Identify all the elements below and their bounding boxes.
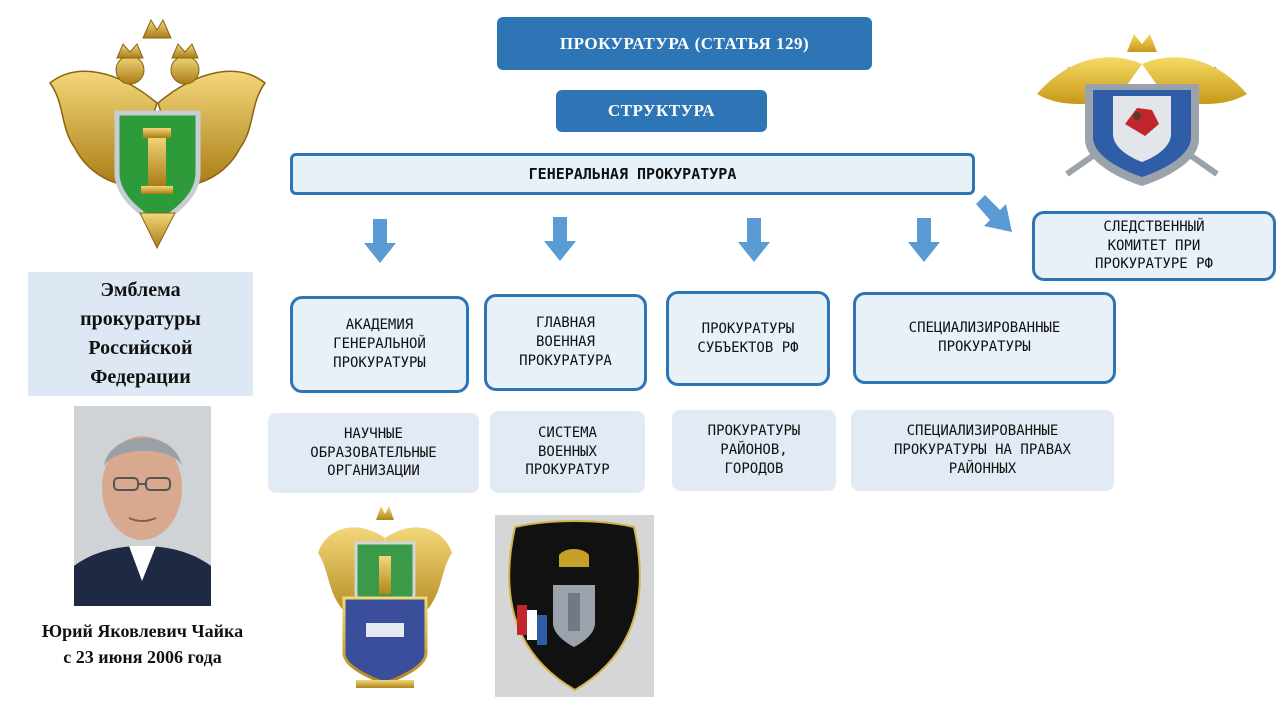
sub-box-education: НАУЧНЫЕ ОБРАЗОВАТЕЛЬНЫЕ ОРГАНИЗАЦИИ [268,413,479,493]
person-since: с 23 июня 2006 года [63,647,222,668]
branch-label-military: ГЛАВНАЯ ВОЕННАЯ ПРОКУРАТУРА [519,315,612,369]
military-patch-image-frame [495,515,654,697]
person-name: Юрий Яковлевич Чайка [41,621,244,641]
sub-box-district: ПРОКУРАТУРЫ РАЙОНОВ, ГОРОДОВ [672,410,836,491]
military-patch-image [508,520,641,692]
investigative-committee-box: СЛЕДСТВЕННЫЙ КОМИТЕТ ПРИ ПРОКУРАТУРЕ РФ [1032,211,1276,281]
branch-box-specialized: СПЕЦИАЛИЗИРОВАННЫЕ ПРОКУРАТУРЫ [853,292,1116,384]
arrow-down-1 [364,219,396,263]
sub-box-military-system: СИСТЕМА ВОЕННЫХ ПРОКУРАТУР [490,411,645,493]
investigative-committee-label: СЛЕДСТВЕННЫЙ КОМИТЕТ ПРИ ПРОКУРАТУРЕ РФ [1094,218,1213,273]
investigative-committee-emblem-image [1037,34,1247,186]
sub-label-district: ПРОКУРАТУРЫ РАЙОНОВ, ГОРОДОВ [707,423,801,477]
portrait-photo [74,406,211,606]
branch-box-regional: ПРОКУРАТУРЫ СУБЪЕКТОВ РФ [666,291,830,386]
general-prosecutor-box: ГЕНЕРАЛЬНАЯ ПРОКУРАТУРА [290,153,975,195]
main-title: ПРОКУРАТУРА (СТАТЬЯ 129) [497,17,872,70]
arrow-down-4 [908,218,940,262]
general-prosecutor-label: ГЕНЕРАЛЬНАЯ ПРОКУРАТУРА [528,165,737,183]
sub-label-specialized-district: СПЕЦИАЛИЗИРОВАННЫЕ ПРОКУРАТУРЫ НА ПРАВАХ… [893,423,1071,477]
prosecutor-emblem-image [48,18,267,250]
sub-label-military-system: СИСТЕМА ВОЕННЫХ ПРОКУРАТУР [525,424,610,479]
branch-box-military: ГЛАВНАЯ ВОЕННАЯ ПРОКУРАТУРА [484,294,647,391]
emblem-caption: Эмблема прокуратуры Российской Федерации [28,272,253,396]
branch-label-specialized: СПЕЦИАЛИЗИРОВАННЫЕ ПРОКУРАТУРЫ [908,320,1061,355]
person-caption: Юрий Яковлевич Чайка с 23 июня 2006 года [10,618,275,674]
sub-box-specialized-district: СПЕЦИАЛИЗИРОВАННЫЕ ПРОКУРАТУРЫ НА ПРАВАХ… [851,410,1114,491]
branch-label-regional: ПРОКУРАТУРЫ СУБЪЕКТОВ РФ [697,320,799,356]
branch-box-academy: АКАДЕМИЯ ГЕНЕРАЛЬНОЙ ПРОКУРАТУРЫ [290,296,469,393]
structure-subtitle: СТРУКТУРА [556,90,767,132]
arrow-down-2 [544,217,576,261]
arrow-to-investigative [976,195,1012,232]
sub-label-education: НАУЧНЫЕ ОБРАЗОВАТЕЛЬНЫЕ ОРГАНИЗАЦИИ [310,425,437,480]
academy-emblem-image [318,506,452,688]
arrow-down-3 [738,218,770,262]
branch-label-academy: АКАДЕМИЯ ГЕНЕРАЛЬНОЙ ПРОКУРАТУРЫ [333,317,426,371]
